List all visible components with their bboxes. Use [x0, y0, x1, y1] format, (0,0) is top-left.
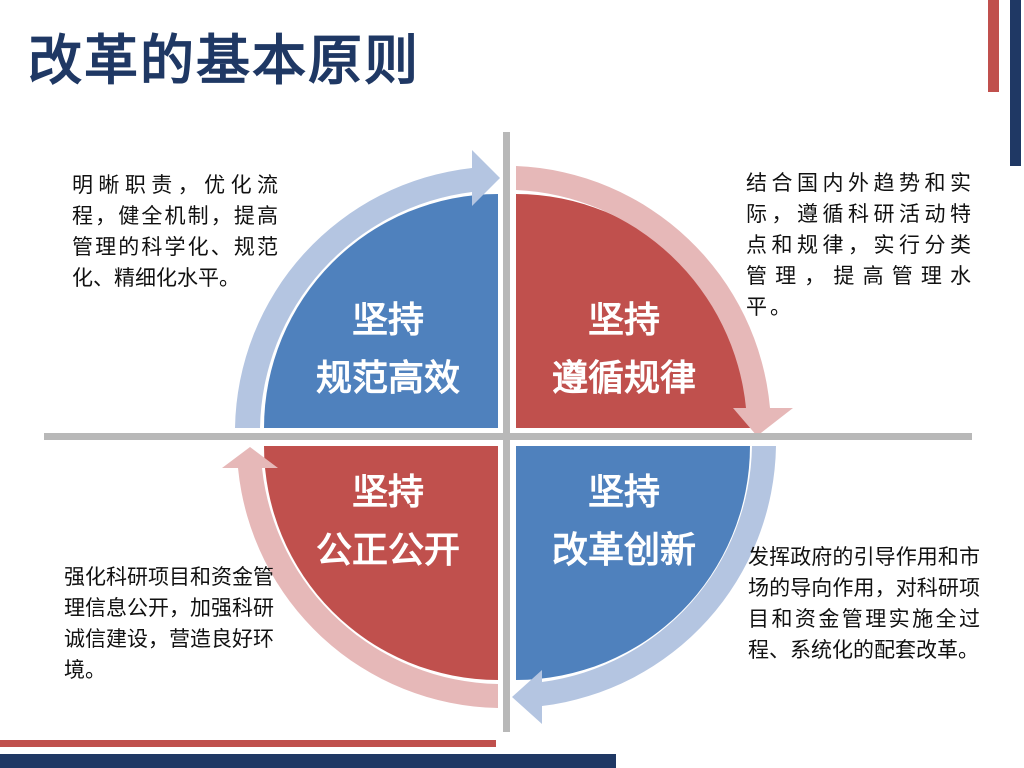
arrow-top-left [235, 150, 500, 428]
arrow-top-right [516, 166, 793, 436]
quadrant-label-line1: 坚持 [351, 472, 424, 513]
bottom-red-bar [0, 740, 496, 747]
page-title: 改革的基本原则 [28, 29, 420, 92]
quadrant-bottom-right [516, 446, 750, 680]
quadrant-label-line2: 公正公开 [315, 530, 460, 571]
quadrant-label-bottom-left: 坚持 公正公开 [288, 464, 488, 580]
quadrant-label-bottom-right: 坚持 改革创新 [524, 464, 724, 580]
quadrant-label-line1: 坚持 [587, 472, 660, 513]
quadrant-label-top-right: 坚持 遵循规律 [524, 292, 724, 408]
arrow-bottom-right [512, 446, 776, 724]
quadrant-label-line2: 改革创新 [551, 530, 696, 571]
quadrant-top-right [516, 194, 750, 428]
description-bottom-right: 发挥政府的引导作用和市场的导向作用，对科研项目和资金管理实施全过程、系统化的配套… [748, 545, 980, 662]
quadrant-label-line2: 规范高效 [315, 358, 460, 399]
arrow-bottom-left [222, 447, 498, 708]
quadrant-label-line1: 坚持 [351, 300, 424, 341]
divider-horizontal [44, 433, 972, 440]
top-right-navy-bar [1010, 0, 1021, 166]
quadrant-label-line1: 坚持 [587, 300, 660, 341]
bottom-navy-bar [0, 754, 616, 768]
description-top-right: 结合国内外趋势和实际，遵循科研活动特点和规律，实行分类管理，提高管理水平。 [746, 171, 974, 319]
quadrant-label-line2: 遵循规律 [551, 358, 696, 399]
quadrant-label-top-left: 坚持 规范高效 [288, 292, 488, 408]
quadrant-bottom-left [264, 446, 498, 680]
description-top-left: 明晰职责，优化流程，健全机制，提高管理的科学化、规范化、精细化水平。 [72, 173, 278, 290]
top-right-red-bar [988, 0, 999, 92]
quadrant-top-left [264, 194, 498, 428]
description-bottom-left: 强化科研项目和资金管理信息公开，加强科研诚信建设，营造良好环境。 [64, 565, 274, 682]
divider-vertical [503, 132, 510, 732]
